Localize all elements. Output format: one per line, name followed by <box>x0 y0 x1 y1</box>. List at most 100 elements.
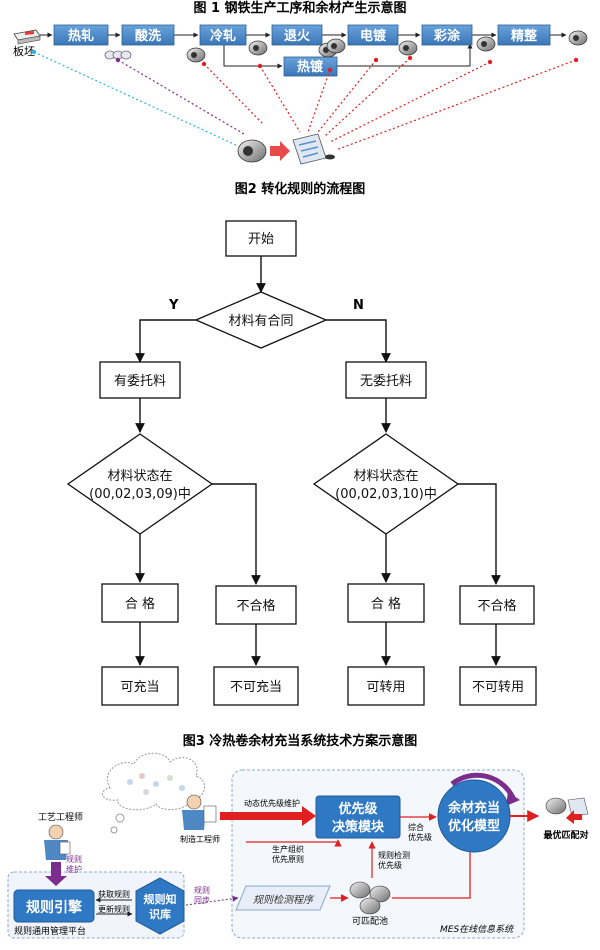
commissioned-material-box: 有委托料 <box>99 361 181 399</box>
svg-text:规则检测程序: 规则检测程序 <box>253 894 315 906</box>
rule-check-label-1: 规则检测 <box>378 850 410 860</box>
process-step-hot-dip: 热镀 <box>283 56 338 77</box>
sync-line <box>185 895 239 906</box>
svg-text:无委托料: 无委托料 <box>360 374 412 389</box>
production-label-1: 生产组织 <box>272 844 304 854</box>
rule-engine-box: 规则引擎 <box>13 889 95 923</box>
cloud-icon <box>102 752 205 834</box>
dot-markers <box>31 49 579 73</box>
svg-text:(00,02,03,10)中: (00,02,03,10)中 <box>335 487 437 502</box>
no-label: N <box>353 298 364 313</box>
sync-label-1: 规则 <box>194 885 210 895</box>
get-rules-label: 获取规则 <box>98 889 130 899</box>
figure1: 图 1 钢铁生产工序和余材产生示意图 板坯 热轧 <box>13 0 588 165</box>
svg-text:材料状态在: 材料状态在 <box>107 469 172 484</box>
left-pass-result: 可充当 <box>101 666 179 706</box>
process-step-electroplating: 电镀 <box>347 24 399 46</box>
svg-text:合 格: 合 格 <box>371 596 401 612</box>
priority-decision-module: 优先级 决策模块 <box>315 795 401 839</box>
svg-text:可充当: 可充当 <box>120 679 159 695</box>
right-fail-box: 不合格 <box>459 585 535 625</box>
production-label-2: 优先原则 <box>272 854 304 864</box>
best-match-label: 最优匹配对 <box>543 829 588 841</box>
svg-text:材料状态在: 材料状态在 <box>353 469 418 484</box>
svg-text:识库: 识库 <box>149 907 171 921</box>
process-engineer-icon <box>44 824 71 860</box>
svg-text:热镀: 热镀 <box>297 59 324 75</box>
svg-text:(00,02,03,09)中: (00,02,03,09)中 <box>89 487 191 502</box>
match-pool-icon <box>349 881 391 915</box>
svg-text:决策模块: 决策模块 <box>332 819 385 835</box>
right-pass-box: 合 格 <box>347 583 425 623</box>
uncommissioned-material-box: 无委托料 <box>345 361 427 399</box>
svg-text:优化模型: 优化模型 <box>448 818 500 834</box>
purple-down-arrow <box>45 862 67 886</box>
svg-text:开始: 开始 <box>248 232 274 247</box>
optimization-model-node: 余材充当 优化模型 <box>437 772 520 853</box>
svg-text:彩涂: 彩涂 <box>433 28 461 44</box>
svg-text:可转用: 可转用 <box>366 680 405 695</box>
process-step-hot-rolling: 热轧 <box>53 24 109 46</box>
sync-label-2: 同步 <box>194 896 210 905</box>
rule-maintain-label-2: 维护 <box>66 864 82 874</box>
svg-text:不合格: 不合格 <box>236 598 275 614</box>
right-pass-result: 可转用 <box>347 666 425 706</box>
slab-label: 板坯 <box>13 44 35 58</box>
mes-label: MES在线信息系统 <box>440 924 515 935</box>
svg-text:有委托料: 有委托料 <box>114 374 166 389</box>
manufacturing-engineer-icon <box>182 794 217 830</box>
surplus-coil-icon <box>237 139 267 163</box>
process-step-finishing: 精整 <box>497 24 551 46</box>
svg-text:精整: 精整 <box>511 28 538 44</box>
svg-text:不可充当: 不可充当 <box>230 679 282 695</box>
manufacturing-engineer-label: 制造工程师 <box>180 834 220 844</box>
svg-text:电镀: 电镀 <box>360 28 387 44</box>
left-status-decision: 材料状态在 (00,02,03,09)中 <box>66 433 214 535</box>
rule-maintain-label-1: 规则 <box>66 854 82 864</box>
combined-label-1: 综合 <box>408 822 424 832</box>
update-rules-label: 更新规则 <box>98 904 130 914</box>
left-pass-box: 合 格 <box>101 583 179 623</box>
red-arrow-icon <box>270 141 290 161</box>
red-big-arrow <box>220 806 316 826</box>
figure3-title: 图3 冷热卷余材充当系统技术方案示意图 <box>183 733 418 749</box>
rule-check-program: 规则检测程序 <box>235 885 331 911</box>
process-step-pickling: 酸洗 <box>121 24 175 46</box>
process-engineer-label: 工艺工程师 <box>38 811 83 823</box>
svg-text:优先级: 优先级 <box>338 801 378 817</box>
left-fail-result: 不可充当 <box>213 666 299 706</box>
rule-check-label-2: 优先级 <box>378 860 402 870</box>
svg-text:不可转用: 不可转用 <box>472 680 524 695</box>
best-match-icon <box>545 797 589 824</box>
process-step-annealing: 退火 <box>271 24 323 46</box>
left-fail-box: 不合格 <box>215 585 297 625</box>
dynamic-priority-label: 动态优先级维护 <box>244 798 300 808</box>
dotted-connectors <box>33 51 577 151</box>
right-status-decision: 材料状态在 (00,02,03,10)中 <box>312 433 460 535</box>
svg-text:合 格: 合 格 <box>125 596 155 612</box>
slab-icon <box>13 29 41 45</box>
contract-decision: 材料有合同 <box>194 291 328 349</box>
svg-text:规则引擎: 规则引擎 <box>26 899 82 916</box>
combined-label-2: 优先级 <box>408 832 432 842</box>
svg-text:规则知: 规则知 <box>144 892 177 906</box>
rule-platform-label: 规则通用管理平台 <box>14 925 86 937</box>
coil-icons <box>104 30 588 63</box>
process-step-cold-rolling: 冷轧 <box>199 24 247 46</box>
right-fail-result: 不可转用 <box>459 666 537 706</box>
svg-text:退火: 退火 <box>284 29 311 44</box>
svg-text:余材充当: 余材充当 <box>447 800 500 816</box>
start-node: 开始 <box>225 220 297 257</box>
knowledge-base-node: 规则知 识库 <box>135 877 185 935</box>
figure3: 图3 冷热卷余材充当系统技术方案示意图 规则通用管理平台 MES在线信息系统 工… <box>7 733 589 939</box>
figure2: 图2 转化规则的流程图 开始 <box>66 181 537 706</box>
svg-text:冷轧: 冷轧 <box>210 28 236 44</box>
svg-text:材料有合同: 材料有合同 <box>228 314 293 329</box>
figure2-title: 图2 转化规则的流程图 <box>235 181 366 197</box>
figure1-title: 图 1 钢铁生产工序和余材产生示意图 <box>193 0 406 16</box>
svg-text:酸洗: 酸洗 <box>135 28 161 44</box>
svg-text:热轧: 热轧 <box>68 28 94 44</box>
document-icon <box>292 133 335 165</box>
match-pool-label: 可匹配池 <box>352 915 388 927</box>
